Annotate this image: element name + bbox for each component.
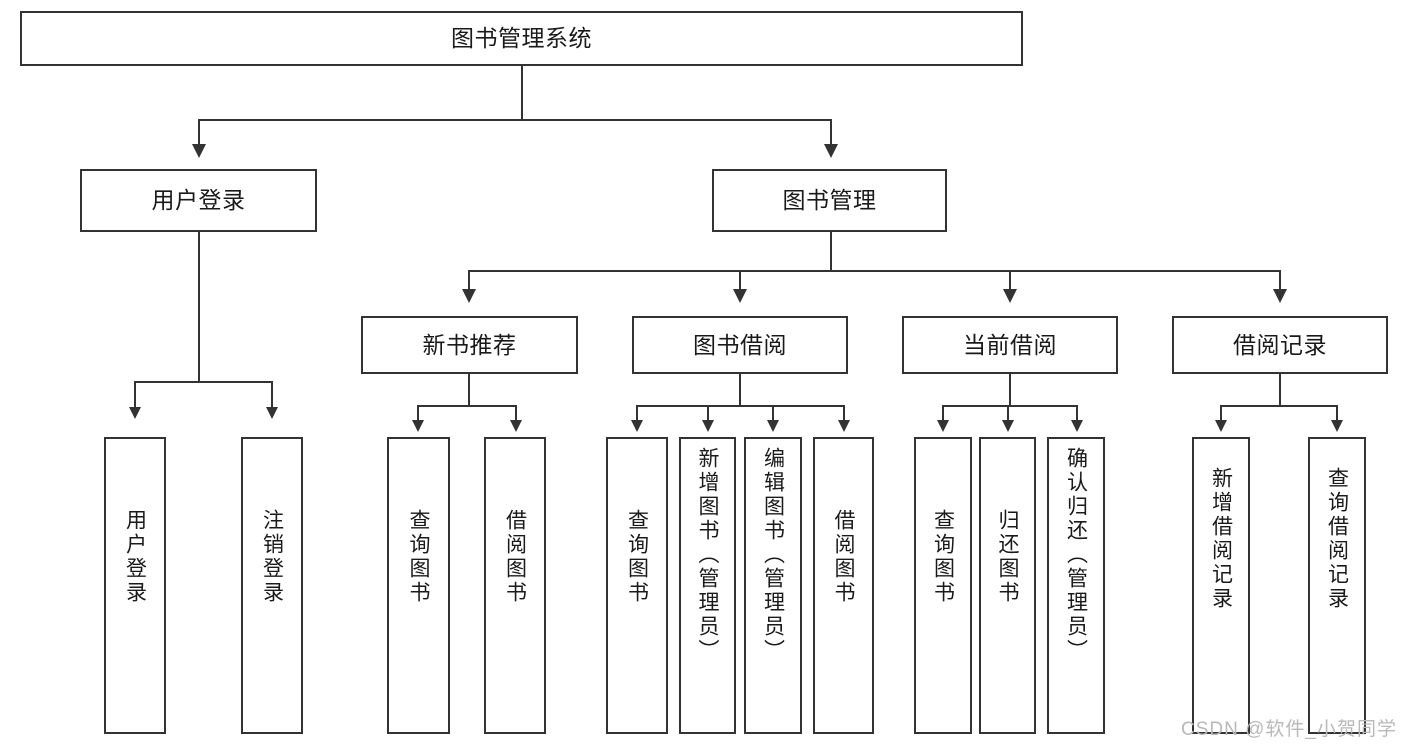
connector-root-to-user-login — [198, 119, 200, 146]
node-label: 借阅记录 — [1233, 331, 1327, 358]
connector-borrow-record-stem — [1279, 374, 1281, 406]
arrow-to-leaf-query-borrow-record — [1331, 420, 1343, 432]
node-leaf-add-borrow-record[interactable]: 新增借阅记录 — [1192, 437, 1250, 734]
node-label: 查询借阅记录 — [1325, 467, 1349, 611]
connector-nbr-leaf1 — [417, 405, 419, 421]
node-leaf-query-book-borrow[interactable]: 查询图书 — [606, 437, 668, 734]
arrow-to-new-book-recommend — [462, 289, 476, 303]
connector-new-book-recommend-stem — [468, 374, 470, 406]
connector-to-borrow-record — [1279, 270, 1281, 290]
connector-user-login-stem — [198, 232, 200, 382]
connector-root-stem — [521, 66, 523, 120]
connector-bb-leaf4 — [843, 405, 845, 421]
connector-br-leaf2 — [1336, 405, 1338, 421]
arrow-to-leaf-borrow-book-recommend — [510, 420, 522, 432]
connector-bb-leaf1 — [636, 405, 638, 421]
node-label: 归还图书 — [996, 509, 1019, 605]
connector-to-current-borrow — [1009, 270, 1011, 290]
connector-user-login-right — [271, 381, 273, 409]
node-label: 图书管理 — [782, 187, 877, 214]
arrow-to-leaf-add-book-admin — [702, 420, 714, 432]
arrow-to-leaf-query-book-borrow — [631, 420, 643, 432]
node-leaf-query-book-current[interactable]: 查询图书 — [914, 437, 972, 734]
arrow-to-leaf-logout — [266, 407, 278, 419]
connector-root-bus — [198, 119, 831, 121]
node-label: 新增图书（管理员） — [696, 447, 719, 663]
connector-new-book-recommend-bus — [417, 405, 517, 407]
node-leaf-borrow-book-recommend[interactable]: 借阅图书 — [484, 437, 546, 734]
arrow-to-leaf-confirm-return-admin — [1071, 420, 1083, 432]
node-current-borrow[interactable]: 当前借阅 — [902, 316, 1118, 374]
node-label: 用户登录 — [151, 187, 246, 214]
node-label: 查询图书 — [931, 509, 955, 605]
node-user-login[interactable]: 用户登录 — [80, 169, 317, 232]
connector-book-management-stem — [830, 232, 832, 271]
node-leaf-logout[interactable]: 注销登录 — [241, 437, 303, 734]
node-label: 当前借阅 — [963, 331, 1057, 358]
node-label: 注销登录 — [260, 509, 284, 605]
connector-to-new-book-recommend — [468, 270, 470, 290]
connector-nbr-leaf2 — [515, 405, 517, 421]
connector-cb-leaf2 — [1007, 405, 1009, 421]
connector-root-to-book-management — [830, 119, 832, 146]
arrow-to-current-borrow — [1003, 289, 1017, 303]
node-label: 借阅图书 — [832, 509, 855, 605]
arrow-to-leaf-user-login — [129, 407, 141, 419]
arrow-to-leaf-query-book-current — [937, 420, 949, 432]
connector-user-login-bus — [134, 381, 272, 383]
connector-book-borrow-bus — [636, 405, 844, 407]
node-root-book-management-system[interactable]: 图书管理系统 — [20, 11, 1023, 66]
arrow-to-user-login — [192, 144, 206, 158]
connector-bb-leaf3 — [772, 405, 774, 421]
node-label: 查询图书 — [625, 509, 649, 605]
node-leaf-return-book[interactable]: 归还图书 — [979, 437, 1036, 734]
arrow-to-leaf-add-borrow-record — [1215, 420, 1227, 432]
arrow-to-book-management — [824, 144, 838, 158]
node-label: 确认归还（管理员） — [1064, 447, 1088, 663]
arrow-to-leaf-borrow-book — [838, 420, 850, 432]
node-leaf-query-borrow-record[interactable]: 查询借阅记录 — [1308, 437, 1366, 734]
node-label: 新增借阅记录 — [1209, 467, 1233, 611]
arrow-to-leaf-edit-book-admin — [767, 420, 779, 432]
node-label: 编辑图书（管理员） — [761, 447, 785, 663]
node-new-book-recommend[interactable]: 新书推荐 — [361, 316, 578, 374]
connector-current-borrow-bus — [942, 405, 1077, 407]
node-leaf-edit-book-admin[interactable]: 编辑图书（管理员） — [744, 437, 802, 734]
node-label: 新书推荐 — [422, 331, 517, 358]
node-label: 查询图书 — [407, 509, 430, 605]
node-label: 图书借阅 — [693, 331, 787, 358]
node-label: 用户登录 — [123, 509, 147, 605]
arrow-to-borrow-record — [1273, 289, 1287, 303]
node-leaf-add-book-admin[interactable]: 新增图书（管理员） — [679, 437, 736, 734]
node-borrow-record[interactable]: 借阅记录 — [1172, 316, 1388, 374]
connector-current-borrow-stem — [1009, 374, 1011, 406]
arrow-to-leaf-query-book-recommend — [412, 420, 424, 432]
connector-bb-leaf2 — [707, 405, 709, 421]
connector-level3-bus — [468, 270, 1280, 272]
node-label: 图书管理系统 — [451, 25, 592, 52]
connector-br-leaf1 — [1220, 405, 1222, 421]
node-leaf-query-book-recommend[interactable]: 查询图书 — [387, 437, 450, 734]
node-leaf-borrow-book[interactable]: 借阅图书 — [813, 437, 874, 734]
node-label: 借阅图书 — [503, 509, 527, 605]
arrow-to-book-borrow — [733, 289, 747, 303]
node-book-management[interactable]: 图书管理 — [712, 169, 947, 232]
node-book-borrow[interactable]: 图书借阅 — [632, 316, 848, 374]
connector-book-borrow-stem — [739, 374, 741, 406]
connector-borrow-record-bus — [1220, 405, 1337, 407]
arrow-to-leaf-return-book — [1002, 420, 1014, 432]
connector-user-login-left — [134, 381, 136, 409]
connector-cb-leaf1 — [942, 405, 944, 421]
connector-cb-leaf3 — [1076, 405, 1078, 421]
node-leaf-confirm-return-admin[interactable]: 确认归还（管理员） — [1047, 437, 1105, 734]
connector-to-book-borrow — [739, 270, 741, 290]
node-leaf-user-login[interactable]: 用户登录 — [104, 437, 166, 734]
